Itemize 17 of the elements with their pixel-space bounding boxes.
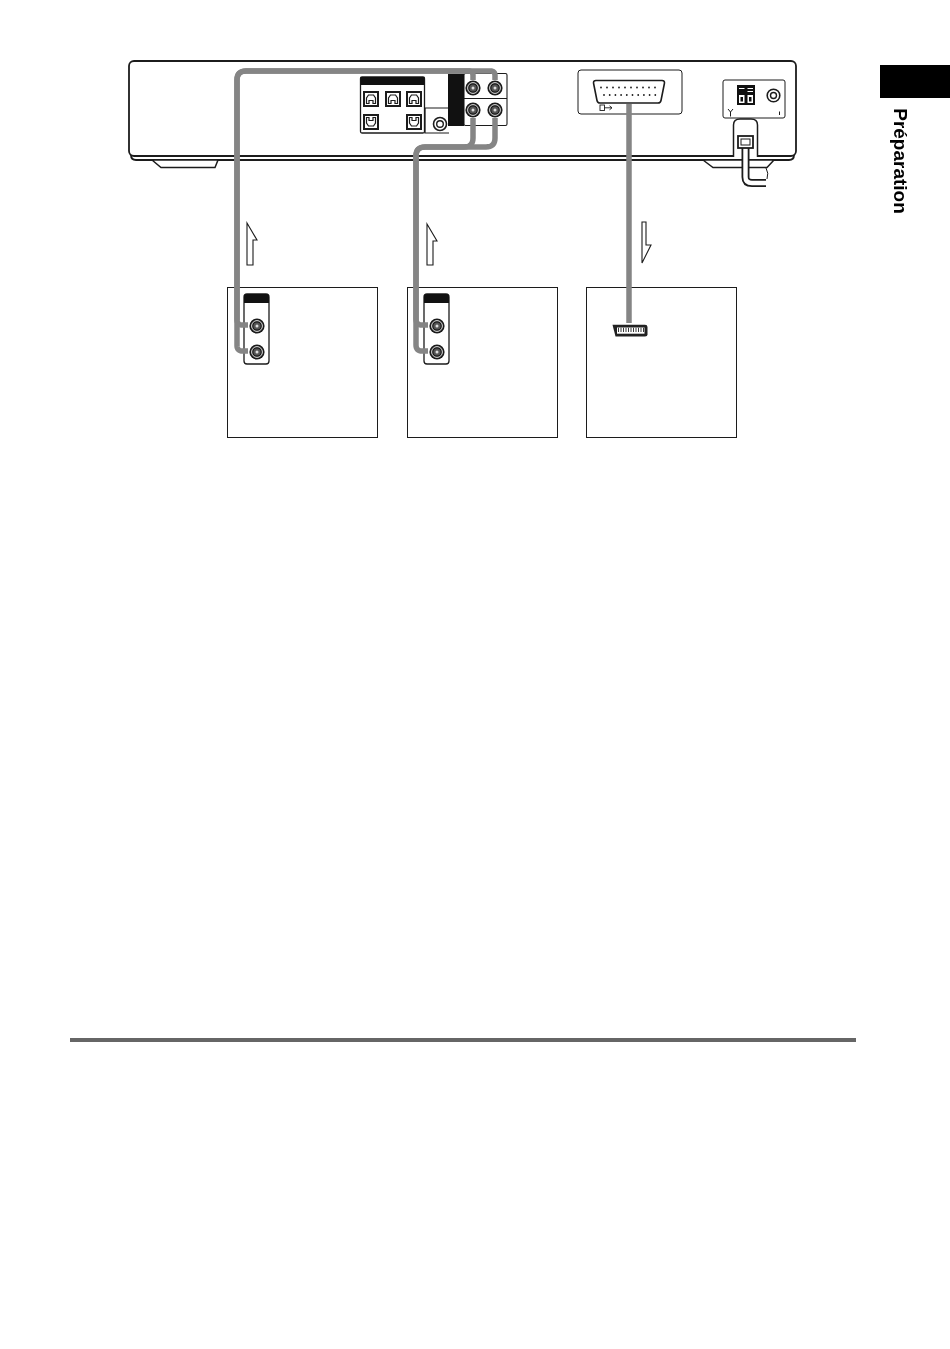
cable <box>626 104 632 323</box>
rca-jack <box>249 318 265 334</box>
scart-port <box>593 79 665 104</box>
scart-port <box>612 324 648 337</box>
rca-jack <box>487 80 503 96</box>
equipment-box <box>586 287 737 438</box>
rca-jack <box>249 344 265 360</box>
cable <box>413 118 498 354</box>
rca-jack <box>487 102 503 118</box>
rca-jack <box>429 318 445 334</box>
cable <box>234 68 498 354</box>
equipment-box <box>407 287 558 438</box>
section-tab-label: Préparation <box>890 108 910 214</box>
rca-jack <box>465 102 481 118</box>
equipment-box <box>227 287 378 438</box>
rca-jack <box>429 344 445 360</box>
rca-jack <box>465 80 481 96</box>
